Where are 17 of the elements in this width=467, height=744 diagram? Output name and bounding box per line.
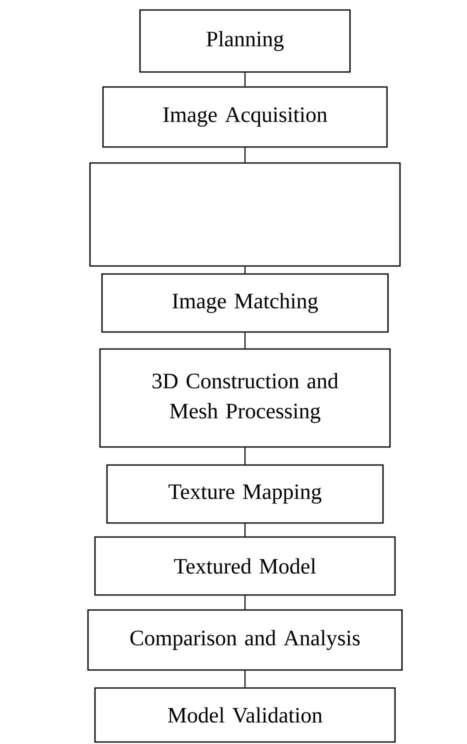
connector-line (244, 448, 246, 464)
connector-line (244, 148, 246, 162)
connector-line (244, 72, 246, 86)
process-box: Texture Mapping (106, 464, 384, 524)
process-box: Image Matching (101, 273, 389, 333)
process-box: Model Validation (94, 687, 396, 743)
connector-line (244, 266, 246, 274)
process-box: Planning (139, 9, 351, 73)
process-box: Image Acquisition (102, 86, 388, 148)
connector-line (244, 524, 246, 536)
connector-line (244, 332, 246, 348)
process-box: Comparison and Analysis (87, 609, 403, 671)
process-box: Textured Model (94, 536, 396, 596)
empty-box (89, 162, 401, 267)
process-box: 3D Construction and Mesh Processing (99, 348, 391, 448)
connector-line (244, 596, 246, 610)
connector-line (244, 670, 246, 688)
